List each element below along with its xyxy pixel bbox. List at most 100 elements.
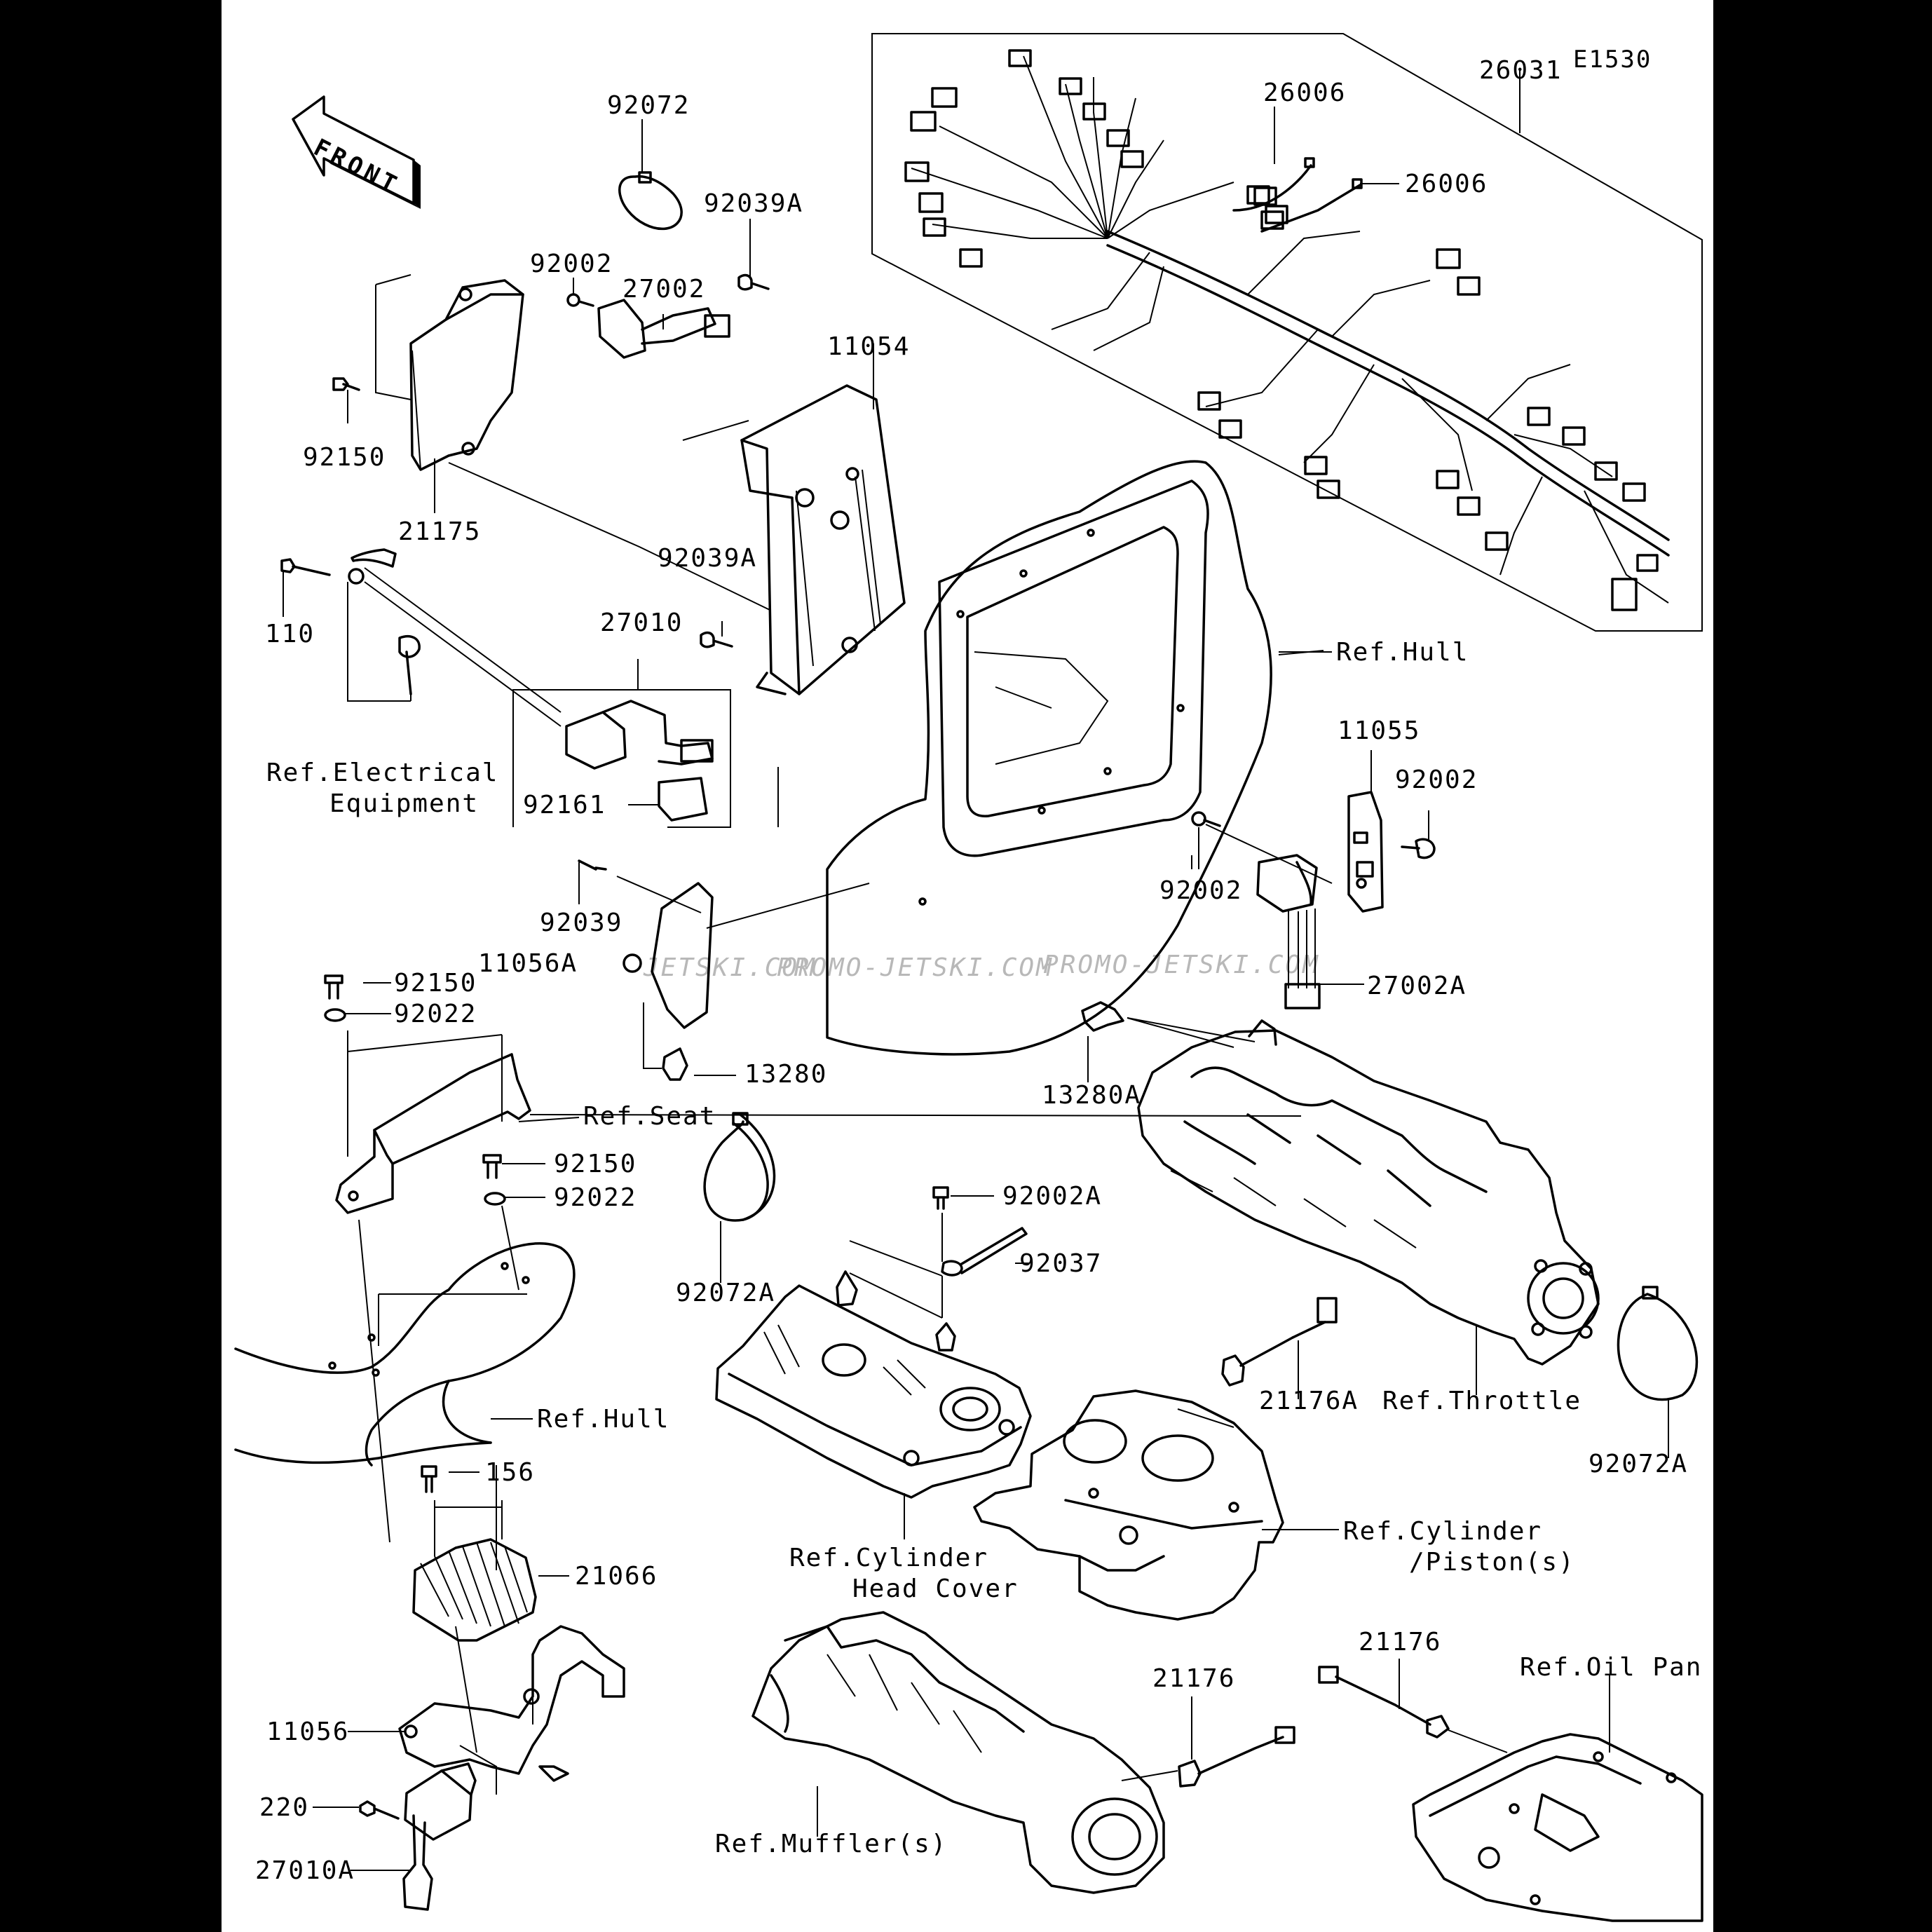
ref-electrical-line2: Equipment [329, 789, 479, 818]
part-label-21066: 21066 [575, 1562, 658, 1591]
part-label-92150-b: 92150 [554, 1150, 637, 1178]
muffler [751, 1611, 1165, 1894]
regulator-21066 [412, 1500, 537, 1642]
part-label-11056A: 11056A [478, 949, 578, 978]
part-label-92002A: 92002A [1002, 1182, 1102, 1211]
oil-pan [1412, 1675, 1703, 1922]
ref-throttle: Ref.Throttle [1382, 1387, 1581, 1415]
part-label-11054: 11054 [827, 332, 910, 361]
part-label-92039A-mid: 92039A [658, 544, 757, 573]
part-label-92002-left: 92002 [1159, 876, 1242, 905]
clip-13280A [1081, 1001, 1124, 1082]
bolt-92150-b [482, 1154, 502, 1179]
ref-hull-bottom: Ref.Hull [537, 1405, 669, 1434]
leader-lines [283, 70, 1521, 1871]
part-label-21176-a: 21176 [1152, 1664, 1235, 1693]
ref-cylinder-head-cover-line1: Ref.Cylinder [789, 1544, 988, 1572]
part-label-92072: 92072 [607, 91, 690, 120]
seat-bracket [335, 1030, 531, 1214]
part-label-13280: 13280 [744, 1060, 827, 1089]
part-label-110: 110 [265, 620, 315, 648]
bolt-92150-a [324, 974, 343, 1000]
part-label-11056: 11056 [266, 1717, 349, 1746]
bolt-92150-top [332, 377, 360, 391]
reference-labels: Ref.Hull Ref.Electrical Equipment Ref.Se… [266, 638, 1702, 1858]
part-label-27002: 27002 [623, 275, 705, 304]
ref-cylinder-head-cover-line2: Head Cover [852, 1574, 1019, 1603]
clip-13280 [643, 1002, 688, 1081]
diagram-sheet [222, 0, 1713, 1932]
watermark-2: PROMO-JETSKI.COM [1043, 951, 1320, 979]
part-label-11055: 11055 [1338, 716, 1420, 745]
part-label-92161: 92161 [523, 791, 606, 819]
sensor-27002A [1205, 824, 1333, 1009]
part-label-92039: 92039 [540, 909, 623, 937]
part-label-27010A: 27010A [255, 1856, 355, 1885]
bolt-110 [280, 548, 562, 727]
part-label-92150-top: 92150 [303, 443, 386, 472]
part-label-92002-right: 92002 [1395, 766, 1478, 794]
part-label-92022-a: 92022 [394, 1000, 477, 1028]
tie-92037 [941, 1213, 1028, 1277]
ref-cylinder-piston-line1: Ref.Cylinder [1343, 1517, 1542, 1546]
bracket-11055 [1347, 750, 1384, 913]
part-label-92072A-left: 92072A [676, 1279, 775, 1307]
washer-92022-b [484, 1192, 506, 1206]
ref-muffler: Ref.Muffler(s) [715, 1830, 947, 1858]
part-label-156: 156 [485, 1458, 535, 1487]
relay-27010 [512, 659, 731, 828]
part-label-26006-a: 26006 [1263, 79, 1346, 107]
bolt-92039A-top [737, 273, 770, 291]
reference-leaders [491, 651, 1339, 1530]
part-label-27002A: 27002A [1367, 972, 1467, 1000]
part-label-21176A: 21176A [1259, 1387, 1359, 1415]
part-label-27010: 27010 [600, 608, 683, 637]
bolt-92002-left [1191, 811, 1221, 869]
hull-bottom [234, 1205, 576, 1543]
part-label-21176-b: 21176 [1359, 1628, 1441, 1657]
diagram-code: E1530 [1573, 46, 1652, 74]
bolt-92002A [932, 1186, 949, 1210]
watermark: JETSKI.COM PROMO-JETSKI.COM PROMO-JETSKI… [643, 951, 1320, 982]
bolt-92002-top [566, 293, 594, 307]
ref-oil-pan: Ref.Oil Pan [1520, 1653, 1702, 1682]
clip-92072A-left [703, 1112, 776, 1283]
sensor-27002 [597, 299, 730, 359]
bracket-11056 [398, 1625, 625, 1782]
part-label-92022-b: 92022 [554, 1183, 637, 1212]
part-label-13280A: 13280A [1042, 1081, 1141, 1110]
bolt-92039A-mid [700, 631, 733, 648]
bolt-92002-right [1401, 838, 1436, 859]
ref-seat: Ref.Seat [583, 1102, 716, 1131]
part-label-92072A-right: 92072A [1589, 1450, 1688, 1478]
ref-electrical-line1: Ref.Electrical [266, 758, 498, 787]
part-label-92039A-top: 92039A [704, 189, 803, 218]
part-label-26006-b: 26006 [1405, 170, 1488, 198]
clip-92072A-right [1617, 1286, 1699, 1458]
part-label-92002-top: 92002 [530, 250, 613, 278]
bolt-156 [421, 1465, 437, 1493]
ecu-21175 [375, 274, 524, 471]
washer-92022-a [324, 1008, 346, 1022]
watermark-partial: JETSKI.COM [643, 953, 817, 982]
part-label-92037: 92037 [1019, 1249, 1102, 1278]
bracket-11054 [682, 343, 906, 695]
clip-92072 [618, 171, 683, 231]
front-arrow-icon: FRONT [292, 95, 421, 209]
part-label-26031: 26031 [1479, 56, 1562, 85]
ref-cylinder-piston-line2: /Piston(s) [1409, 1548, 1575, 1577]
throttle-body [1127, 1017, 1600, 1395]
watermark-1: PROMO-JETSKI.COM [777, 953, 1054, 982]
pin-92039 [578, 859, 607, 904]
part-label-21175: 21175 [398, 517, 481, 546]
sensor-21176-a [1121, 1696, 1295, 1788]
hull-top [826, 460, 1272, 1056]
part-label-220: 220 [259, 1793, 309, 1822]
sensor-21176-b [1318, 1659, 1508, 1753]
wiring-harness-26031 [871, 33, 1703, 632]
relay-27010A [402, 1745, 497, 1911]
cylinder-head-cover [715, 1240, 1032, 1539]
bolt-220 [359, 1800, 400, 1820]
